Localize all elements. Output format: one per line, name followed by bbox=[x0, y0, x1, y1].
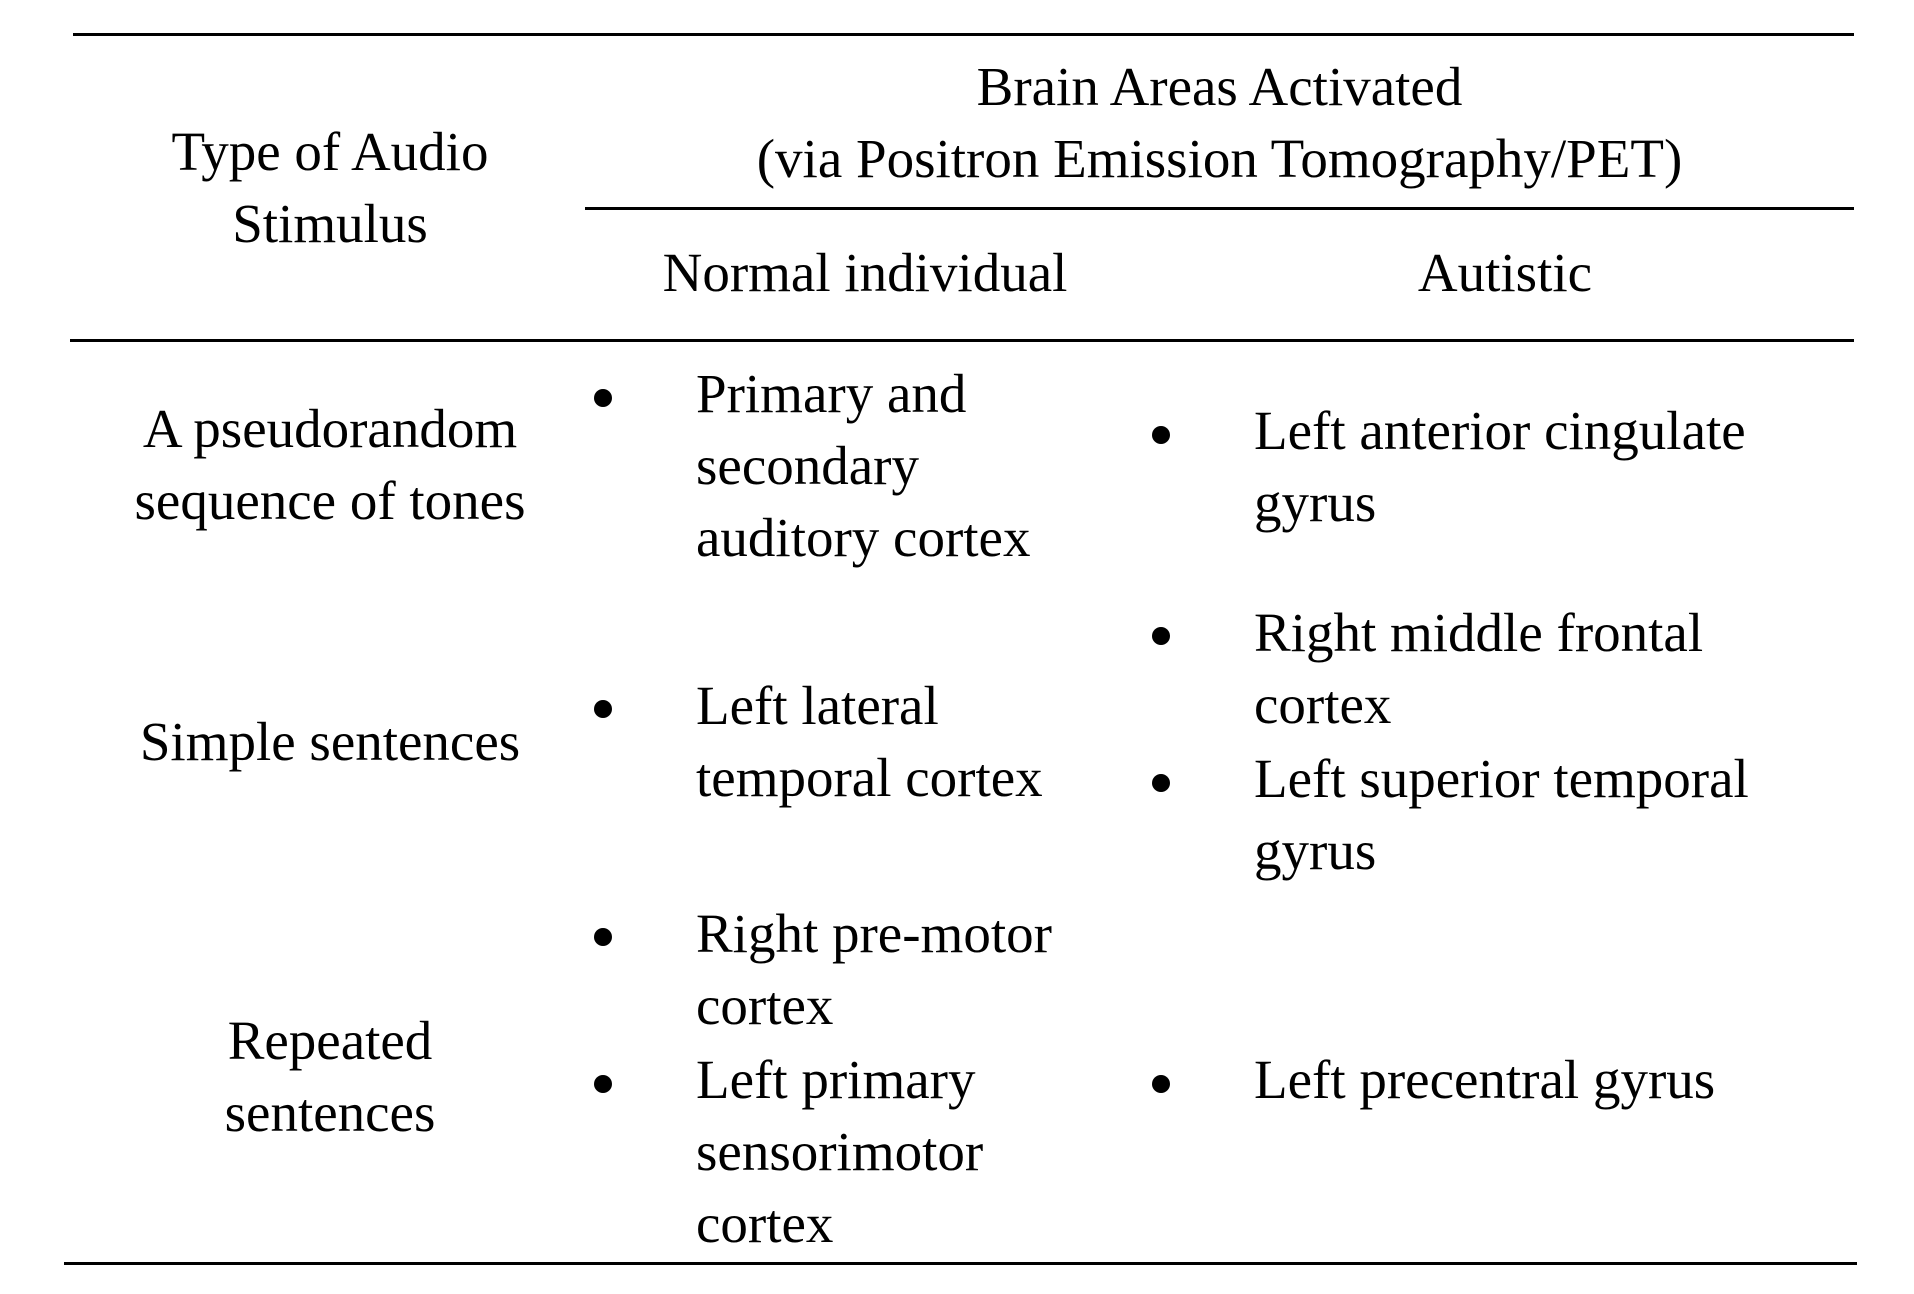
row-3-stimulus-line-2: sentences bbox=[224, 1082, 436, 1143]
table-bottom-rule bbox=[64, 1262, 1857, 1265]
bullet-icon bbox=[1152, 627, 1170, 645]
row-1-normal-line-3: auditory cortex bbox=[696, 507, 1031, 568]
header-stimulus: Type of Audio Stimulus bbox=[70, 116, 590, 260]
row-2-autistic-1-line-2: cortex bbox=[1254, 674, 1392, 735]
header-bottom-rule bbox=[70, 339, 1854, 342]
row-1-autistic-text: Left anterior cingulate gyrus bbox=[1254, 395, 1746, 539]
row-3-normal-2-line-2: sensorimotor bbox=[696, 1121, 984, 1182]
bullet-icon bbox=[594, 928, 612, 946]
row-1-stimulus-line-1: A pseudorandom bbox=[142, 398, 518, 459]
row-3-stimulus-line-1: Repeated bbox=[227, 1010, 433, 1071]
row-3-normal-2-line-3: cortex bbox=[696, 1193, 834, 1254]
header-autistic: Autistic bbox=[1417, 242, 1593, 303]
header-brain-areas: Brain Areas Activated (via Positron Emis… bbox=[585, 51, 1854, 195]
row-1-autistic-line-2: gyrus bbox=[1254, 472, 1377, 533]
row-2-autistic-text-1: Right middle frontal cortex bbox=[1254, 597, 1703, 741]
row-2-stimulus-line-1: Simple sentences bbox=[139, 711, 521, 772]
bullet-icon bbox=[1152, 1075, 1170, 1093]
bullet-icon bbox=[594, 389, 612, 407]
row-3-normal-text-2: Left primary sensorimotor cortex bbox=[696, 1044, 983, 1260]
bullet-icon bbox=[1152, 774, 1170, 792]
header-brain-areas-line-1: Brain Areas Activated bbox=[976, 56, 1463, 117]
row-1-autistic-line-1: Left anterior cingulate bbox=[1254, 400, 1746, 461]
header-brain-areas-line-2: (via Positron Emission Tomography/PET) bbox=[756, 128, 1683, 189]
row-1-normal-line-2: secondary bbox=[696, 435, 919, 496]
row-3-autistic-1-line-1: Left precentral gyrus bbox=[1254, 1049, 1716, 1110]
row-1-stimulus-line-2: sequence of tones bbox=[134, 470, 526, 531]
row-1-stimulus: A pseudorandom sequence of tones bbox=[70, 393, 590, 537]
header-stimulus-line-2: Stimulus bbox=[232, 193, 428, 254]
row-3-normal-1-line-1: Right pre-motor bbox=[696, 903, 1052, 964]
header-stimulus-line-1: Type of Audio bbox=[171, 121, 489, 182]
row-2-autistic-2-line-2: gyrus bbox=[1254, 820, 1377, 881]
row-1-normal-text: Primary and secondary auditory cortex bbox=[696, 358, 1030, 574]
row-3-stimulus: Repeated sentences bbox=[70, 1005, 590, 1149]
row-2-normal-text: Left lateral temporal cortex bbox=[696, 670, 1043, 814]
row-2-autistic-2-line-1: Left superior temporal bbox=[1254, 748, 1749, 809]
header-sub-rule bbox=[585, 207, 1854, 210]
table-top-rule bbox=[73, 33, 1854, 36]
row-2-normal-line-2: temporal cortex bbox=[696, 747, 1043, 808]
bullet-icon bbox=[1152, 426, 1170, 444]
row-2-normal-line-1: Left lateral bbox=[696, 675, 939, 736]
row-1-normal-line-1: Primary and bbox=[696, 363, 967, 424]
row-3-normal-text-1: Right pre-motor cortex bbox=[696, 898, 1052, 1042]
row-3-autistic-text-1: Left precentral gyrus bbox=[1254, 1044, 1715, 1116]
row-2-autistic-1-line-1: Right middle frontal bbox=[1254, 602, 1704, 663]
bullet-icon bbox=[594, 700, 612, 718]
bullet-icon bbox=[594, 1075, 612, 1093]
header-normal-individual: Normal individual bbox=[662, 242, 1068, 303]
row-2-autistic-text-2: Left superior temporal gyrus bbox=[1254, 743, 1749, 887]
row-2-stimulus: Simple sentences bbox=[70, 706, 590, 778]
row-3-normal-2-line-1: Left primary bbox=[696, 1049, 976, 1110]
row-3-normal-1-line-2: cortex bbox=[696, 975, 834, 1036]
